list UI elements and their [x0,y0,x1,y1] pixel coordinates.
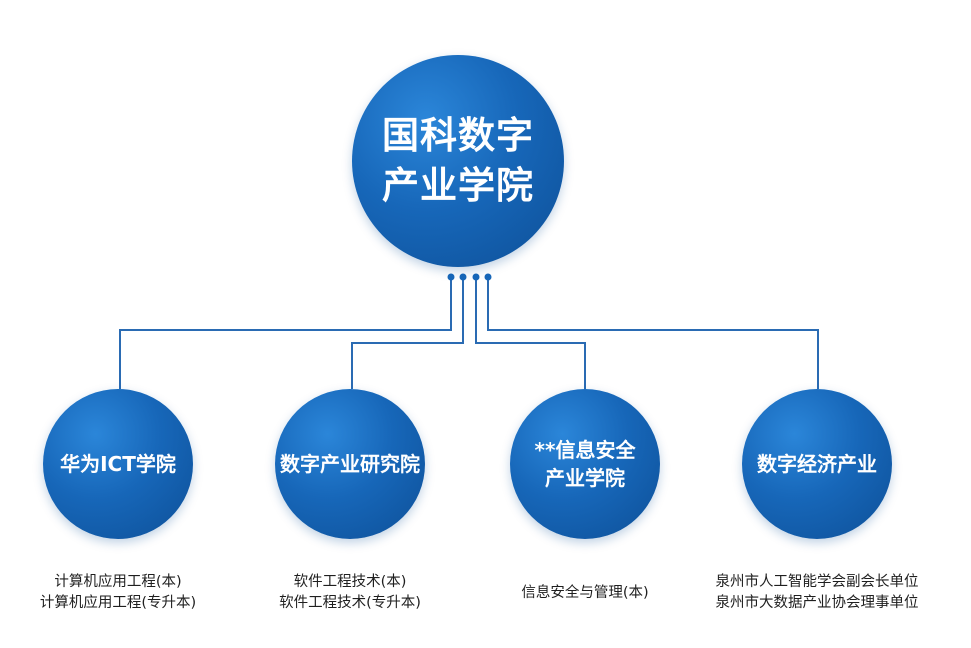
connector-line-3 [475,277,586,389]
child-node-info-security: **信息安全 产业学院 [510,389,660,539]
connector-line-1 [119,277,452,389]
connector-dot-2 [459,273,467,281]
child-caption-1: 计算机应用工程(本) 计算机应用工程(专升本) [39,574,197,611]
root-node: 国科数字 产业学院 [352,55,564,267]
child-node-label: 数字产业研究院 [280,452,420,476]
connector-dot-4 [484,273,492,281]
child-caption-2: 软件工程技术(本) 软件工程技术(专升本) [279,574,421,611]
connector-line-2 [351,277,464,389]
child-node-label: **信息安全 产业学院 [534,438,636,490]
connector-dot-1 [447,273,455,281]
connector-line-4 [487,277,819,389]
child-node-digital-research: 数字产业研究院 [275,389,425,539]
child-caption-4: 泉州市人工智能学会副会长单位 泉州市大数据产业协会理事单位 [715,574,919,611]
child-node-label: 数字经济产业 [757,452,877,476]
child-node-label: 华为ICT学院 [60,452,176,476]
root-node-label: 国科数字 产业学院 [382,114,534,207]
child-node-digital-economy: 数字经济产业 [742,389,892,539]
connector-dot-3 [472,273,480,281]
child-caption-3: 信息安全与管理(本) [521,585,649,601]
child-node-huawei-ict: 华为ICT学院 [43,389,193,539]
